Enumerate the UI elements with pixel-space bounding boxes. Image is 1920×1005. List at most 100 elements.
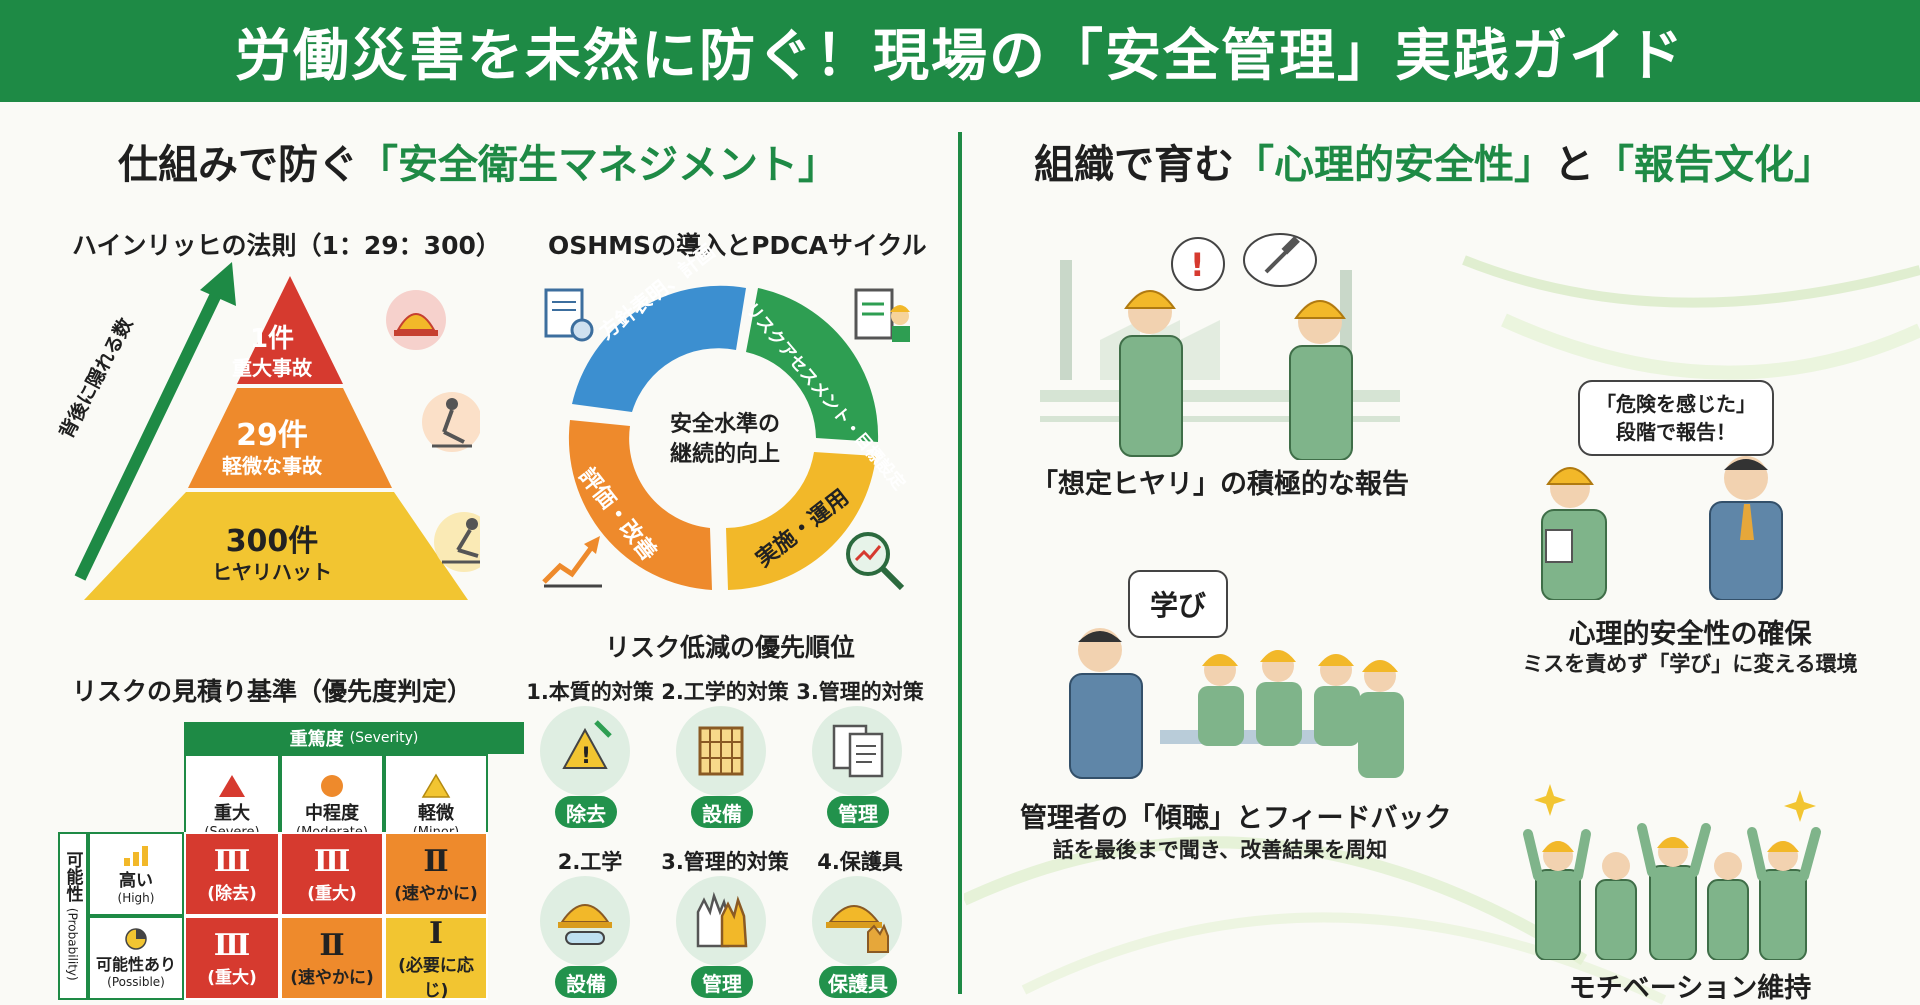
column-label-severe: 重大 [214, 802, 250, 824]
risk-rank: Ⅲ [213, 844, 251, 879]
priority-heading: 1.本質的対策 [526, 680, 654, 704]
safety-caption: 心理的安全性の確保 [1568, 619, 1812, 650]
pdca-segment-do [726, 452, 876, 590]
probability-header: 可能性 (Probability) [58, 832, 88, 1000]
priority-heading: 2.工学的対策 [661, 680, 789, 704]
header-banner: 労働災害を未然に防ぐ！現場の「安全管理」実践ガイド [0, 0, 1920, 102]
reporting-workers-illustration [1541, 456, 1783, 600]
pdca-segment-check [568, 420, 712, 590]
goggles-helmet-icon [540, 876, 630, 966]
growth-chart-icon [542, 536, 602, 588]
risk-cell: Ⅲ (除去) [184, 832, 280, 916]
pyramid-tier-1 [237, 276, 343, 384]
right-title-highlight-1: 「心理的安全性」 [1234, 142, 1554, 188]
column-label-minor: 軽微 [418, 802, 454, 824]
listen-caption: 管理者の「傾聴」とフィードバック [1020, 803, 1452, 834]
report-caption: 「想定ヒヤリ」の積極的な報告 [1031, 469, 1409, 500]
factory-workers-illustration: ! [1040, 233, 1400, 460]
risk-cell: Ⅱ (速やかに) [384, 832, 488, 916]
gloves-icon [676, 876, 766, 966]
pyramid-tier-2 [188, 388, 392, 488]
magnifier-chart-icon [846, 532, 905, 591]
safety-speech-bubble: 「危険を感じた」 段階で報告！ [1578, 380, 1774, 456]
risk-action: (重大) [207, 968, 257, 988]
probability-header-en: (Probability) [65, 908, 80, 981]
risk-action: (除去) [207, 884, 257, 904]
svg-text:!: ! [581, 744, 591, 769]
circle-warning-icon [321, 774, 343, 797]
severity-header-label: 重篤度 [289, 729, 344, 750]
priority-heading: 3.管理的対策 [661, 850, 789, 874]
tier-2-label: 軽微な事故 [222, 454, 322, 478]
right-title-highlight-2: 「報告文化」 [1594, 142, 1834, 188]
risk-action: (速やかに) [290, 968, 374, 988]
right-section-title: 組織で育む「心理的安全性」と「報告文化」 [1034, 132, 1834, 190]
priority-heading: 2.工学 [557, 850, 623, 874]
priority-pill: 保護具 [819, 966, 897, 998]
bar-chart-icon [124, 845, 148, 866]
row-en-possible: (Possible) [107, 975, 165, 989]
pdca-segment-assess [746, 288, 879, 442]
hazard-removal-icon: ! [540, 706, 630, 796]
priority-heading: 3.管理的対策 [796, 680, 924, 704]
manual-documents-icon [812, 706, 902, 796]
pdca-segment-plan [572, 285, 746, 412]
priority-heading: 4.保護具 [817, 850, 903, 874]
right-title-prefix: 組織で育む [1034, 142, 1234, 188]
safety-bubble-line-1: 「危険を感じた」 [1596, 392, 1756, 416]
risk-cell: Ⅲ (重大) [280, 832, 384, 916]
page-title: 労働災害を未然に防ぐ！現場の「安全管理」実践ガイド [235, 23, 1685, 89]
svg-text:!: ! [1190, 246, 1205, 284]
left-section-title: 仕組みで防ぐ「安全衛生マネジメント」 [118, 132, 838, 190]
pdca-cycle [568, 285, 879, 590]
row-label-high: 高い [119, 870, 153, 891]
priority-pill: 管理 [827, 796, 889, 828]
triangle-caution-icon [421, 773, 451, 798]
growth-arrow-shaft [74, 283, 226, 581]
column-label-moderate: 中程度 [305, 802, 359, 824]
risk-cell: Ⅲ (重大) [184, 916, 280, 1000]
priority-pill: 除去 [555, 796, 617, 828]
helmet-gloves-icon [812, 876, 902, 966]
hazard-hardhat-icon [386, 290, 446, 350]
safety-fence-icon [676, 706, 766, 796]
tier-3-label: ヒヤリハット [212, 560, 332, 584]
risk-action: (速やかに) [394, 884, 478, 904]
meeting-illustration [1069, 628, 1404, 779]
pdca-center: 安全水準の 継続的向上 [655, 410, 795, 470]
pdca-center-line-2: 継続的向上 [669, 442, 780, 467]
safety-subcaption: ミスを責めず「学び」に変える環境 [1522, 652, 1858, 676]
risk-rank: Ⅰ [428, 915, 444, 951]
risk-table-title: リスクの見積り基準（優先度判定） [72, 677, 473, 706]
section-divider [958, 132, 962, 994]
left-title-highlight: 「安全衛生マネジメント」 [358, 142, 838, 188]
priority-pill: 設備 [555, 966, 617, 998]
growth-arrow-head [200, 262, 236, 306]
severity-header-en: (Severity) [349, 730, 419, 746]
row-header-high: 高い (High) [88, 832, 184, 916]
pdca-title: OSHMSの導入とPDCAサイクル [548, 231, 927, 260]
risk-cell: Ⅱ (速やかに) [280, 916, 384, 1000]
row-label-possible: 可能性あり [95, 955, 176, 974]
risk-rank: Ⅱ [423, 844, 449, 879]
cheering-workers-illustration [1523, 784, 1821, 960]
listen-speech-bubble: 学び [1128, 570, 1228, 638]
listen-subcaption: 話を最後まで聞き、改善結果を周知 [1052, 838, 1388, 862]
priority-pill: 管理 [691, 966, 753, 998]
priority-title: リスク低減の優先順位 [604, 633, 855, 662]
decorative-waves [964, 255, 1920, 1005]
document-gear-icon [544, 288, 594, 342]
heinrich-pyramid [74, 262, 480, 600]
left-title-prefix: 仕組みで防ぐ [118, 142, 358, 188]
safety-bubble-line-2: 段階で報告！ [1616, 420, 1736, 444]
tier-1-label: 重大事故 [232, 356, 312, 380]
right-title-mid: と [1554, 142, 1594, 188]
row-en-high: (High) [117, 890, 155, 905]
risk-cell: Ⅰ (必要に応じ) [384, 915, 488, 1001]
clipboard-worker-icon [854, 288, 910, 342]
probability-header-label: 可能性 [62, 851, 83, 903]
risk-rank: Ⅱ [319, 928, 345, 963]
severity-header: 重篤度 (Severity) [184, 722, 524, 754]
triangle-warning-icon [219, 774, 245, 797]
tier-1-count: 1件 [249, 324, 295, 354]
